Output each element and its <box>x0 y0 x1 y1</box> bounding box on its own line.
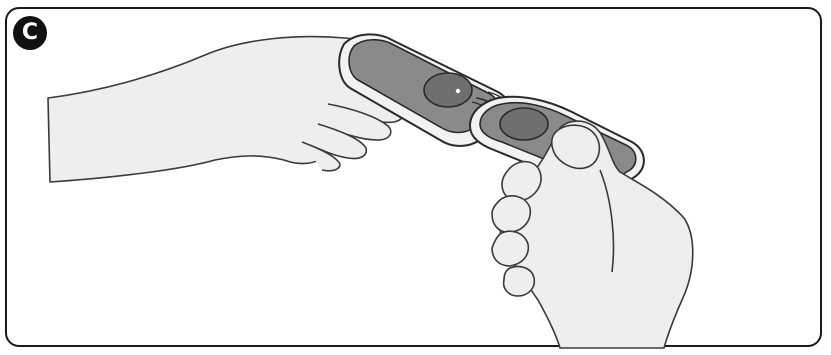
remote-right-button <box>499 107 549 141</box>
left-hand <box>47 35 418 183</box>
remote-left-button <box>423 72 473 108</box>
remote-left-led <box>455 88 461 94</box>
step-label-badge: C <box>13 16 47 50</box>
right-hand <box>491 120 694 349</box>
